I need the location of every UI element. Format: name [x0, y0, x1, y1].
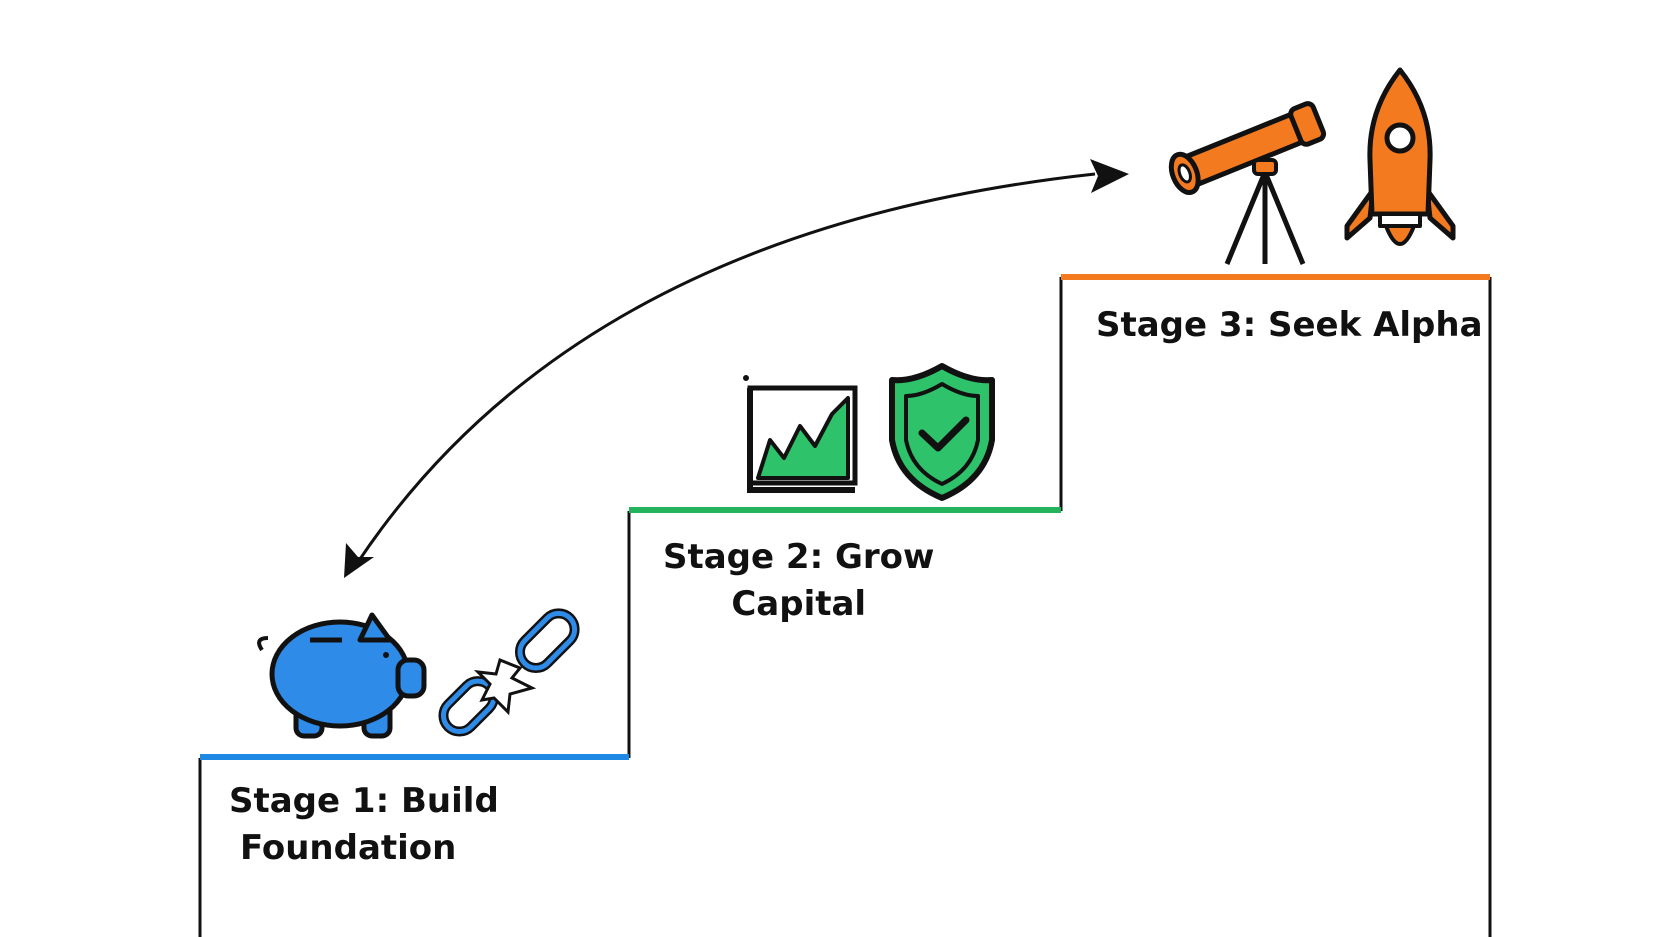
piggy-bank-icon — [257, 612, 427, 739]
arrowhead-end — [1090, 159, 1129, 193]
stage-1-subtitle: Foundation — [240, 828, 457, 868]
broken-chain-icon — [438, 608, 580, 737]
stage-3-label: Stage 3: Seek Alpha — [1096, 302, 1483, 349]
stage-2-subtitle: Capital — [731, 584, 867, 624]
curved-arrow — [344, 159, 1129, 578]
staircase-outline — [198, 277, 1492, 937]
arrowhead-start — [344, 543, 374, 578]
stage-3-title: Stage 3: Seek Alpha — [1096, 305, 1483, 345]
stage-2-title: Stage 2: Grow — [663, 537, 935, 577]
telescope-icon — [1168, 101, 1327, 265]
shield-check-icon — [889, 363, 995, 501]
stage-1-title: Stage 1: Build — [229, 781, 499, 821]
rocket-icon — [1344, 67, 1456, 246]
stage-2-label: Stage 2: Grow Capital — [663, 534, 934, 628]
stage-1-label: Stage 1: Build Foundation — [229, 778, 499, 872]
growth-chart-icon — [743, 375, 858, 493]
